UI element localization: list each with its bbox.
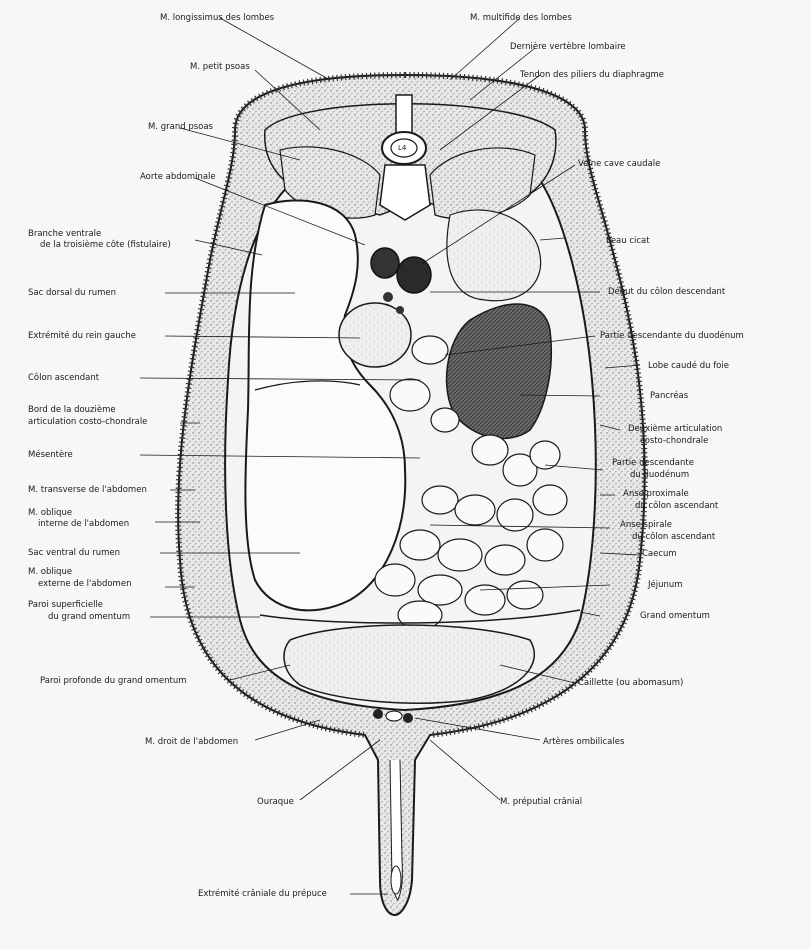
label-anse-1: Anse proximale — [623, 489, 689, 499]
label-colon-asc: Côlon ascendant — [28, 373, 99, 383]
abomasum — [284, 625, 534, 703]
label-longissimus: M. longissimus des lombes — [160, 13, 274, 23]
label-diaphragm-tendon: Tendon des piliers du diaphragme — [520, 70, 664, 80]
label-preputial-muscle: M. préputial crânial — [500, 797, 582, 807]
label-joint-left-2: articulation costo-chondrale — [28, 417, 147, 427]
label-anse-spiral-1: Anse spirale — [620, 520, 672, 530]
label-omentum-1: Paroi superficielle — [28, 600, 103, 610]
label-ventral-sac: Sac ventral du rumen — [28, 548, 120, 558]
label-oblique-ext-1: M. oblique — [28, 567, 72, 577]
label-urachus: Ouraque — [257, 797, 294, 807]
label-oblique-int-2: interne de l'abdomen — [38, 519, 129, 529]
label-skin: Peau cicat — [606, 236, 650, 246]
label-pancreas: Pancréas — [650, 391, 688, 401]
label-small-psoas: M. petit psoas — [190, 62, 250, 72]
label-omentum-deep: Paroi profonde du grand omentum — [40, 676, 187, 686]
label-oblique-ext-2: externe de l'abdomen — [38, 579, 131, 589]
label-transverse: M. transverse de l'abdomen — [28, 485, 147, 495]
label-dorsal-sac: Sac dorsal du rumen — [28, 288, 116, 298]
label-great-omentum: Grand omentum — [640, 611, 710, 621]
label-nerve-1: Branche ventrale — [28, 229, 101, 239]
label-joint-right-2: costo-chondrale — [640, 436, 708, 446]
label-last-vertebra: Dernière vertèbre lombaire — [510, 42, 626, 52]
label-umbilical-arteries: Artères ombilicales — [543, 737, 624, 747]
label-caecum: Caecum — [642, 549, 677, 559]
label-liver-caudate: Lobe caudé du foie — [648, 361, 729, 371]
label-joint-right-1: Deuxième articulation — [628, 424, 722, 434]
label-jejunum: Jéjunum — [648, 580, 683, 590]
label-anse-2: du côlon ascendant — [635, 501, 718, 511]
label-vertebra: L4 — [398, 143, 406, 153]
label-multifide: M. multifide des lombes — [470, 13, 572, 23]
label-nerve-2: de la troisième côte (fistulaire) — [40, 240, 171, 250]
aorta — [371, 248, 399, 278]
label-left-kidney: Extrémité du rein gauche — [28, 331, 136, 341]
label-aorta: Aorte abdominale — [140, 172, 216, 182]
label-abomasum: Caillette (ou abomasum) — [578, 678, 683, 688]
label-duo-desc-2: du duodénum — [630, 470, 689, 480]
label-colon-desc: Début du côlon descendant — [608, 287, 725, 297]
label-big-psoas: M. grand psoas — [148, 122, 213, 132]
label-anse-spiral-2: du côlon ascendant — [632, 532, 715, 542]
label-rectus: M. droit de l'abdomen — [145, 737, 238, 747]
label-oblique-int-1: M. oblique — [28, 508, 72, 518]
label-duo-desc-1: Partie descendante — [612, 458, 694, 468]
label-vena-cava: Veine cave caudale — [578, 159, 660, 169]
vena-cava — [397, 257, 431, 293]
label-preputium: Extrémité crâniale du prépuce — [198, 889, 327, 899]
vertebra-spinous — [396, 95, 412, 133]
label-mesentery: Mésentère — [28, 450, 73, 460]
label-duodenum-desc-1: Partie descendante du duodénum — [600, 331, 744, 341]
label-omentum-2: du grand omentum — [48, 612, 130, 622]
label-joint-left-1: Bord de la douzième — [28, 405, 116, 415]
